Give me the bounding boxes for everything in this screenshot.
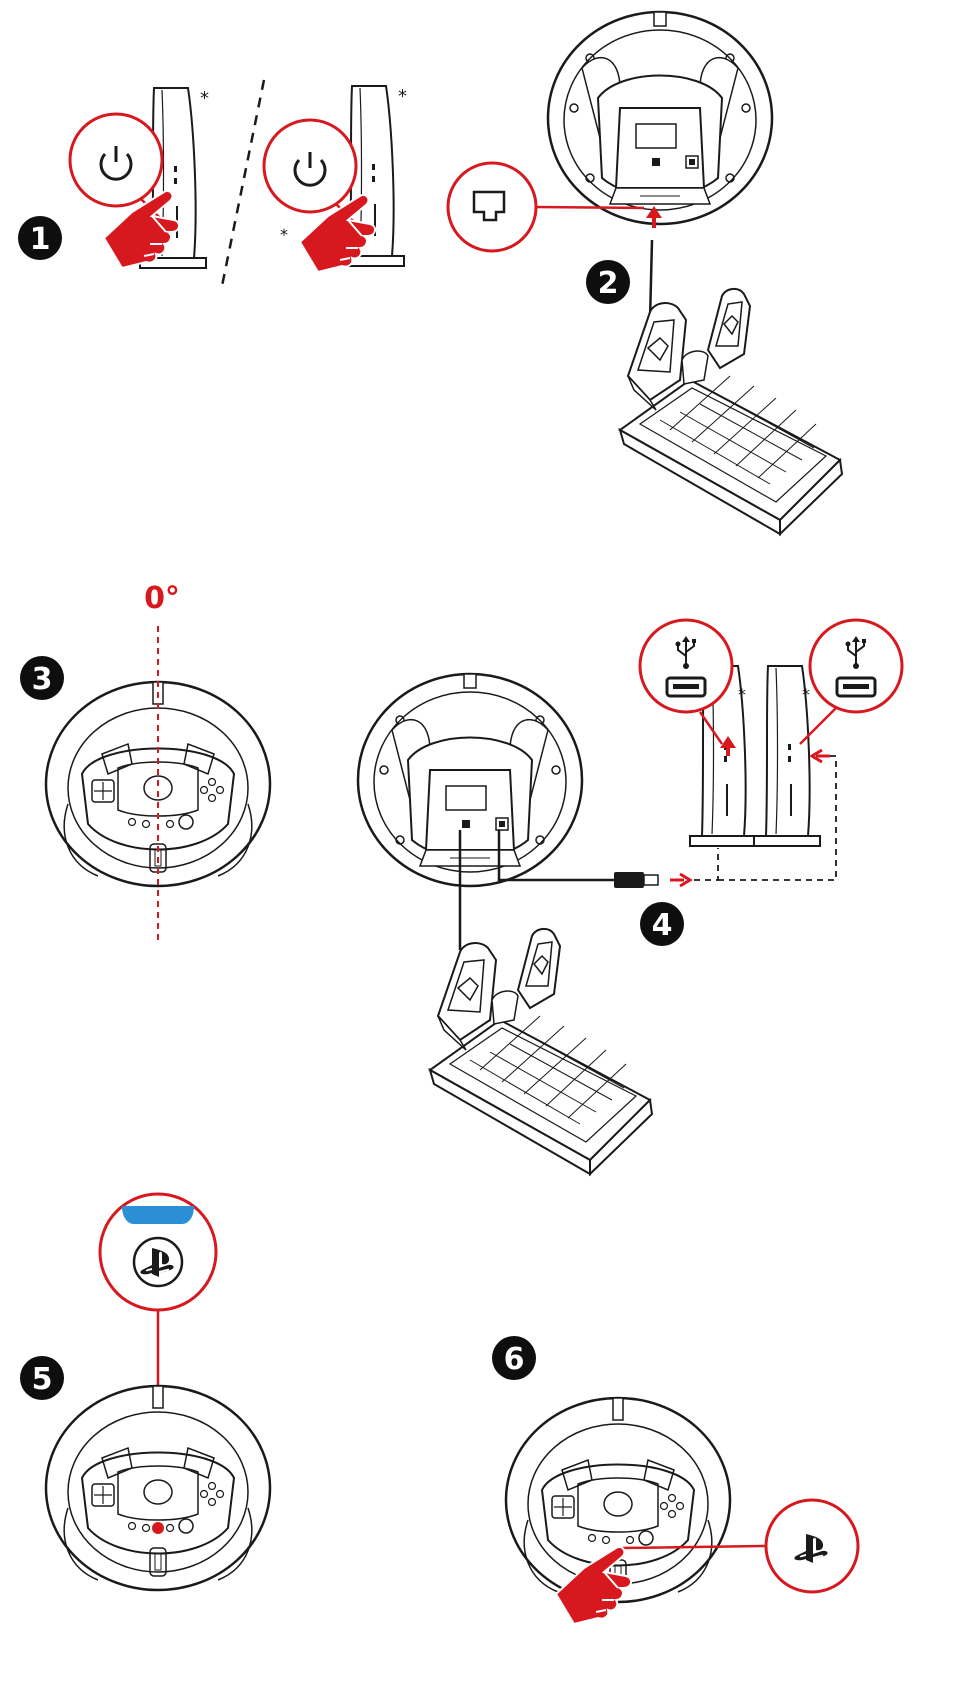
callout-line: [698, 711, 724, 745]
step-6-badge: [492, 1336, 536, 1380]
ps-indicator-light: [122, 1206, 194, 1224]
pedal-set: [619, 287, 843, 535]
usb-arrow-icon: [670, 872, 693, 888]
wheel-front-view: [504, 1396, 732, 1604]
step-4-badge: [640, 902, 684, 946]
callout-line: [799, 707, 837, 745]
usb-cable: [497, 830, 614, 882]
ps-button-highlight: [152, 1522, 164, 1534]
insert-arrow-icon: [720, 736, 736, 756]
console-left-asterisk: *: [200, 88, 209, 109]
step-4-number: 4: [652, 908, 673, 943]
console-right-asterisk-2: *: [280, 225, 288, 244]
usb-plug: [614, 872, 644, 888]
center-angle-label: 0°: [144, 581, 180, 616]
usb-plug-tip: [643, 874, 659, 886]
insert-arrow-icon: [809, 748, 830, 764]
step-2: 2: [446, 10, 843, 535]
console-asterisk: *: [738, 685, 746, 704]
step-3-badge: [20, 656, 64, 700]
step-5-badge: [20, 1356, 64, 1400]
insert-arrow-icon: [646, 206, 662, 228]
console-right-asterisk: *: [398, 86, 407, 107]
step-3-number: 3: [32, 662, 53, 697]
step-2-badge: [586, 260, 630, 304]
rj-port-icon: [472, 190, 506, 222]
divider-dashed: [220, 79, 266, 287]
pedal-cable: [648, 239, 654, 321]
usb-path-dashed-left: [694, 848, 719, 881]
step-1-number: 1: [30, 222, 51, 257]
pedal-port-callout: [446, 161, 538, 253]
console-asterisk: *: [802, 685, 810, 704]
step-6-number: 6: [504, 1342, 525, 1377]
wheel-front-view: [44, 1384, 272, 1592]
step-1: 1 * * *: [18, 79, 407, 287]
step-5: 5: [20, 1192, 272, 1592]
step-5-number: 5: [32, 1362, 53, 1397]
step-1-badge: [18, 216, 62, 260]
wheel-back-view: [546, 10, 774, 226]
step-3: 3 0°: [20, 581, 272, 944]
callout-line: [621, 1544, 767, 1550]
step-6: 6: [492, 1336, 860, 1625]
pedal-set: [429, 927, 653, 1175]
callout-line: [535, 205, 645, 210]
step-4: * * 4: [356, 618, 904, 1175]
wheel-back-view: [356, 672, 584, 888]
step-2-number: 2: [598, 266, 619, 301]
